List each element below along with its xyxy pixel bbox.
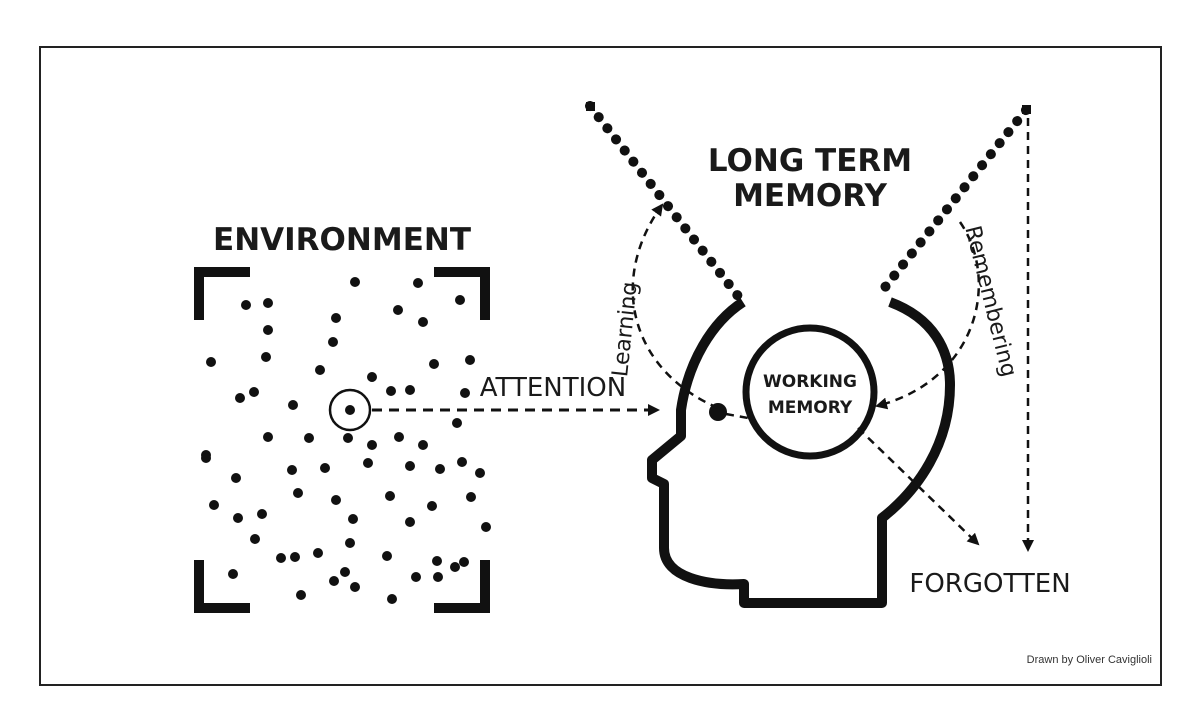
ltm-left-endpoint xyxy=(586,102,595,111)
environment-stimulus-dot xyxy=(293,488,303,498)
environment-stimulus-dot xyxy=(393,305,403,315)
environment-stimulus-dot xyxy=(345,538,355,548)
working-memory-circle xyxy=(742,324,878,460)
environment-stimulus-dot xyxy=(475,468,485,478)
environment-brackets xyxy=(194,267,490,613)
environment-stimulus-dot xyxy=(429,359,439,369)
environment-stimulus-dot xyxy=(263,298,273,308)
environment-stimulus-dot xyxy=(320,463,330,473)
environment-stimulus-dot xyxy=(257,509,267,519)
attention-label: ATTENTION xyxy=(480,373,626,403)
environment-stimulus-dot xyxy=(290,552,300,562)
environment-stimulus-dot xyxy=(228,569,238,579)
environment-stimulus-dot xyxy=(329,576,339,586)
environment-stimulus-dot xyxy=(460,388,470,398)
remembering-label: Remembering xyxy=(959,223,1021,379)
environment-dots xyxy=(201,277,491,604)
environment-stimulus-dot xyxy=(405,517,415,527)
environment-stimulus-dot xyxy=(363,458,373,468)
environment-stimulus-dot xyxy=(405,385,415,395)
environment-stimulus-dot xyxy=(433,572,443,582)
working-memory-label-line1: WORKING xyxy=(763,372,857,392)
environment-stimulus-dot xyxy=(235,393,245,403)
environment-stimulus-dot xyxy=(413,278,423,288)
environment-stimulus-dot xyxy=(328,337,338,347)
environment-stimulus-dot xyxy=(367,372,377,382)
environment-stimulus-dot xyxy=(304,433,314,443)
entry-to-working-memory-path xyxy=(725,412,749,420)
environment-stimulus-dot xyxy=(427,501,437,511)
attended-stimulus xyxy=(328,388,372,432)
environment-stimulus-dot xyxy=(367,440,377,450)
long-term-memory-right-boundary xyxy=(873,105,1031,301)
environment-stimulus-dot xyxy=(233,513,243,523)
environment-stimulus-dot xyxy=(435,464,445,474)
environment-stimulus-dot xyxy=(201,453,211,463)
environment-stimulus-dot xyxy=(313,548,323,558)
environment-stimulus-dot xyxy=(385,491,395,501)
remembering-arrow xyxy=(875,221,981,410)
environment-stimulus-dot xyxy=(405,461,415,471)
environment-stimulus-dot xyxy=(231,473,241,483)
environment-stimulus-dot xyxy=(481,522,491,532)
head-outline xyxy=(647,297,955,608)
environment-stimulus-dot xyxy=(249,387,259,397)
environment-stimulus-dot xyxy=(411,572,421,582)
long-term-memory-left-boundary xyxy=(585,101,743,301)
environment-stimulus-dot xyxy=(315,365,325,375)
environment-stimulus-dot xyxy=(331,313,341,323)
forgotten-label: FORGOTTEN xyxy=(909,569,1070,599)
credit-text: Drawn by Oliver Caviglioli xyxy=(1027,654,1152,666)
environment-label: ENVIRONMENT xyxy=(213,222,471,258)
ltm-right-endpoint xyxy=(1022,105,1031,114)
environment-stimulus-dot xyxy=(348,514,358,524)
environment-stimulus-dot xyxy=(340,567,350,577)
environment-stimulus-dot xyxy=(241,300,251,310)
environment-stimulus-dot xyxy=(350,277,360,287)
environment-stimulus-dot xyxy=(263,432,273,442)
long-term-memory-label-line1: LONG TERM xyxy=(708,143,912,179)
environment-stimulus-dot xyxy=(466,492,476,502)
outer-frame xyxy=(39,46,1162,686)
environment-stimulus-dot xyxy=(450,562,460,572)
environment-stimulus-dot xyxy=(457,457,467,467)
environment-stimulus-dot xyxy=(296,590,306,600)
environment-stimulus-dot xyxy=(350,582,360,592)
learning-label: Learning xyxy=(608,281,643,379)
environment-stimulus-dot xyxy=(343,433,353,443)
environment-stimulus-dot xyxy=(209,500,219,510)
long-term-memory-label-line2: MEMORY xyxy=(733,178,887,214)
environment-stimulus-dot xyxy=(331,495,341,505)
environment-stimulus-dot xyxy=(206,357,216,367)
sensory-entry-dot xyxy=(709,403,727,421)
environment-stimulus-dot xyxy=(261,352,271,362)
environment-stimulus-dot xyxy=(387,594,397,604)
environment-stimulus-dot xyxy=(287,465,297,475)
environment-stimulus-dot xyxy=(276,553,286,563)
working-memory-label-line2: MEMORY xyxy=(768,398,853,418)
environment-stimulus-dot xyxy=(250,534,260,544)
environment-stimulus-dot xyxy=(382,551,392,561)
environment-stimulus-dot xyxy=(288,400,298,410)
environment-stimulus-dot xyxy=(465,355,475,365)
environment-stimulus-dot xyxy=(394,432,404,442)
environment-stimulus-dot xyxy=(263,325,273,335)
environment-stimulus-dot xyxy=(455,295,465,305)
environment-stimulus-dot xyxy=(418,440,428,450)
learning-arrow xyxy=(631,203,719,410)
environment-stimulus-dot xyxy=(386,386,396,396)
environment-stimulus-dot xyxy=(418,317,428,327)
environment-stimulus-dot xyxy=(432,556,442,566)
environment-stimulus-dot xyxy=(452,418,462,428)
environment-stimulus-dot xyxy=(459,557,469,567)
